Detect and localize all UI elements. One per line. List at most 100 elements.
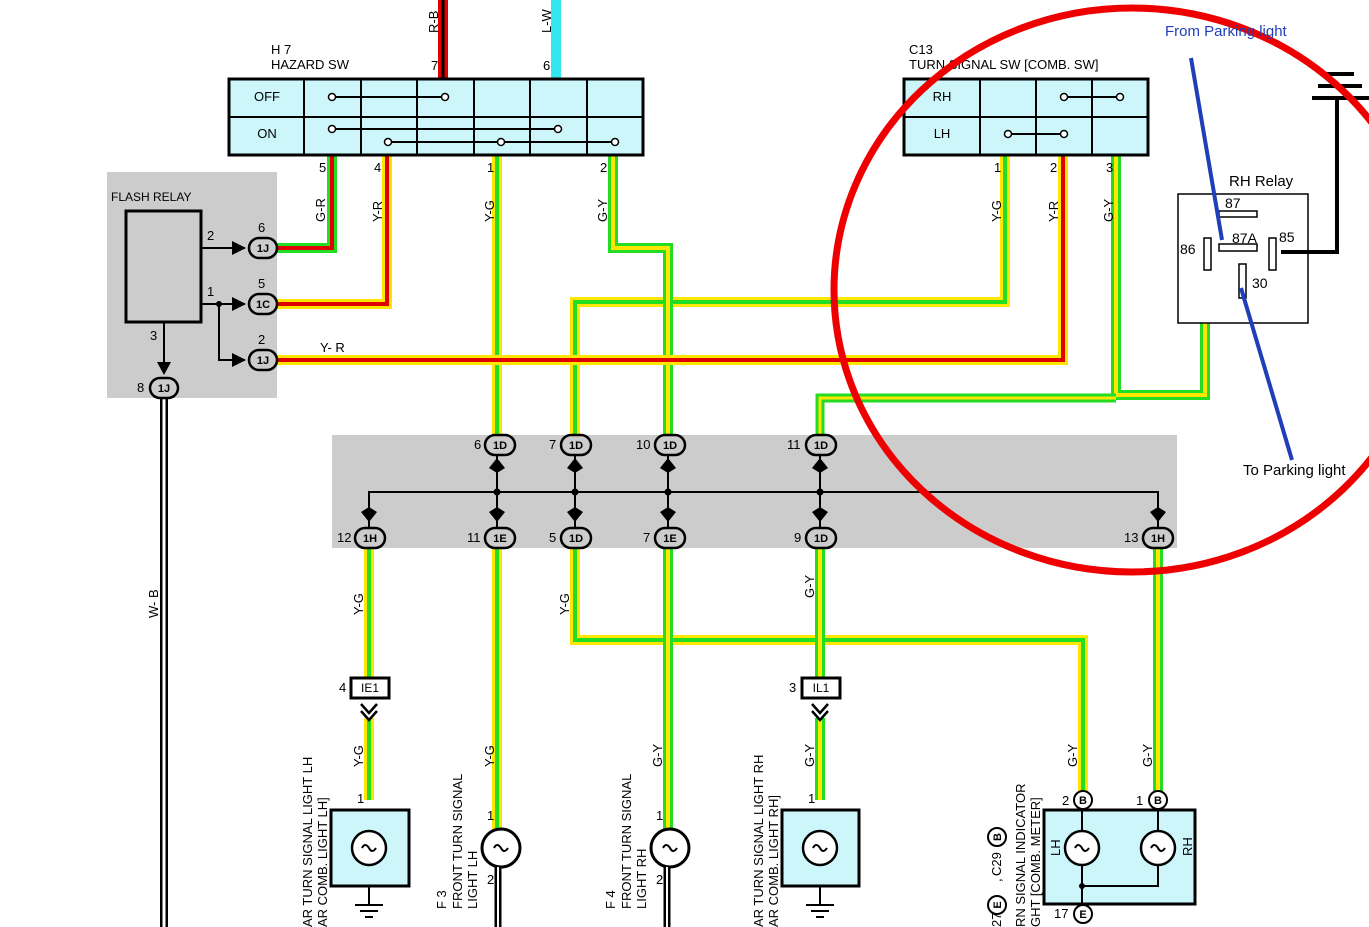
wire-gr [275, 155, 337, 253]
wire-label-yg-2: Y-G [989, 200, 1004, 222]
svg-text:F 4: F 4 [603, 890, 618, 909]
splice-il1: IL1 3 [789, 676, 842, 722]
hazard-pin-5: 5 [319, 160, 326, 175]
hazard-pin-1: 1 [487, 160, 494, 175]
svg-text:6: 6 [474, 437, 481, 452]
turn-name: TURN SIGNAL SW [COMB. SW] [909, 57, 1098, 72]
svg-text:AR COMB. LIGHT LH]: AR COMB. LIGHT LH] [315, 797, 330, 927]
svg-text:G-Y: G-Y [1065, 744, 1080, 767]
svg-text:Y-G: Y-G [351, 593, 366, 615]
svg-text:Y-G: Y-G [482, 745, 497, 767]
svg-text:87A: 87A [1232, 230, 1258, 246]
turn-row-lh: LH [934, 126, 951, 141]
svg-text:1C: 1C [256, 299, 270, 311]
svg-text:B: B [1154, 795, 1162, 807]
svg-text:8: 8 [137, 380, 144, 395]
turn-code: C13 [909, 42, 933, 57]
svg-text:27: 27 [989, 913, 1004, 927]
hazard-name: HAZARD SW [271, 57, 350, 72]
hazard-pin-4: 4 [374, 160, 381, 175]
hazard-switch: OFF ON H 7 HAZARD SW 7 6 R-B L-W 5 4 1 2… [227, 8, 645, 222]
rh-relay-title: RH Relay [1229, 173, 1294, 190]
hazard-pin-2: 2 [600, 160, 607, 175]
wires-top [438, 0, 561, 79]
svg-text:LIGHT LH: LIGHT LH [465, 851, 480, 909]
lower-wire-labels: Y-G Y-G G-Y Y-G G-Y G-Y Y-G G-Y G-Y [351, 575, 1155, 767]
svg-text:B: B [1079, 795, 1087, 807]
wires-yg [364, 155, 1088, 830]
wires-yr [275, 155, 1068, 365]
svg-text:87: 87 [1225, 195, 1241, 211]
hazard-row-on: ON [257, 126, 277, 141]
svg-text:GHT [COMB. METER]: GHT [COMB. METER] [1028, 797, 1043, 927]
svg-text:11: 11 [787, 437, 801, 452]
svg-text:B: B [992, 833, 1004, 841]
svg-text:RN SIGNAL INDICATOR: RN SIGNAL INDICATOR [1013, 783, 1028, 927]
turn-row-rh: RH [933, 89, 952, 104]
svg-text:1H: 1H [1151, 533, 1165, 545]
splice-ie1: IE1 4 [339, 676, 391, 722]
hazard-row-off: OFF [254, 89, 280, 104]
turn-indicator-meter: LH RH B B E 2 1 17 B C29 , E 27 RN SIGNA… [987, 783, 1197, 927]
svg-text:2: 2 [487, 872, 494, 887]
connector-1d-5: 1D 5 [549, 526, 593, 550]
svg-text:E: E [1079, 909, 1086, 921]
wire-label-rb: R-B [426, 11, 441, 33]
front-turn-signal-lh: 1 2 F 3 FRONT TURN SIGNAL LIGHT LH [434, 774, 522, 927]
flash-relay-name: FLASH RELAY [111, 190, 191, 204]
svg-text:5: 5 [549, 530, 556, 545]
svg-text:AR TURN SIGNAL LIGHT LH: AR TURN SIGNAL LIGHT LH [300, 757, 315, 927]
svg-text:IL1: IL1 [813, 681, 830, 695]
hazard-pin-7: 7 [431, 58, 438, 73]
svg-text:2: 2 [656, 872, 663, 887]
svg-text:1: 1 [1136, 793, 1143, 808]
svg-text:F 3: F 3 [434, 890, 449, 909]
hazard-code: H 7 [271, 42, 291, 57]
svg-text:86: 86 [1180, 241, 1196, 257]
connector-1d-9: 1D9 [794, 526, 838, 550]
turn-signal-switch: RH LH C13 TURN SIGNAL SW [COMB. SW] 1 2 … [902, 42, 1150, 222]
wire-label-yr: Y-R [370, 201, 385, 222]
wire-label-yr-2: Y-R [1046, 201, 1061, 222]
rh-relay: RH Relay 87 87A 85 86 30 [1177, 72, 1369, 324]
rear-turn-signal-rh: 1 AR TURN SIGNAL LIGHT RH AR COMB. LIGHT… [751, 755, 861, 927]
turn-pin-1: 1 [994, 160, 1001, 175]
svg-text:AR TURN SIGNAL LIGHT RH: AR TURN SIGNAL LIGHT RH [751, 755, 766, 927]
svg-text:1H: 1H [363, 533, 377, 545]
svg-text:1: 1 [808, 791, 815, 806]
wire-label-gy-2: G-Y [1101, 199, 1116, 222]
svg-text:Y-G: Y-G [557, 593, 572, 615]
svg-text:7: 7 [643, 530, 650, 545]
svg-text:FRONT TURN SIGNAL: FRONT TURN SIGNAL [619, 774, 634, 909]
annotations: From Parking light To Parking light [830, 4, 1369, 576]
rear-turn-signal-lh: 1 AR TURN SIGNAL LIGHT LH AR COMB. LIGHT… [300, 757, 411, 927]
wire-label-gy: G-Y [595, 199, 610, 222]
front-turn-signal-rh: 1 2 F 4 FRONT TURN SIGNAL LIGHT RH [603, 774, 691, 927]
svg-text:85: 85 [1279, 229, 1295, 245]
annotation-from-parking: From Parking light [1165, 23, 1288, 40]
svg-text:17: 17 [1054, 906, 1068, 921]
svg-text:2: 2 [258, 332, 265, 347]
connector-1e-11: 1E 11 [467, 526, 517, 550]
svg-text:G-Y: G-Y [1140, 744, 1155, 767]
indicator-rh-label: RH [1180, 837, 1195, 856]
svg-text:AR COMB. LIGHT RH]: AR COMB. LIGHT RH] [766, 795, 781, 927]
svg-text:1D: 1D [569, 533, 583, 545]
svg-text:9: 9 [794, 530, 801, 545]
svg-text:11: 11 [467, 530, 481, 545]
flash-pin-1: 1 [207, 284, 214, 299]
svg-text:4: 4 [339, 680, 346, 695]
connector-1e-7: 1E7 [643, 526, 687, 550]
annotation-to-parking: To Parking light [1243, 462, 1346, 479]
turn-pin-3: 3 [1106, 160, 1113, 175]
flash-pin-2: 2 [207, 228, 214, 243]
wire-label-yg: Y-G [482, 200, 497, 222]
svg-text:1J: 1J [158, 383, 170, 395]
svg-text:1D: 1D [493, 440, 507, 452]
svg-text:LIGHT RH: LIGHT RH [634, 849, 649, 909]
svg-text:1E: 1E [493, 533, 506, 545]
svg-text:7: 7 [549, 437, 556, 452]
svg-text:30: 30 [1252, 275, 1268, 291]
